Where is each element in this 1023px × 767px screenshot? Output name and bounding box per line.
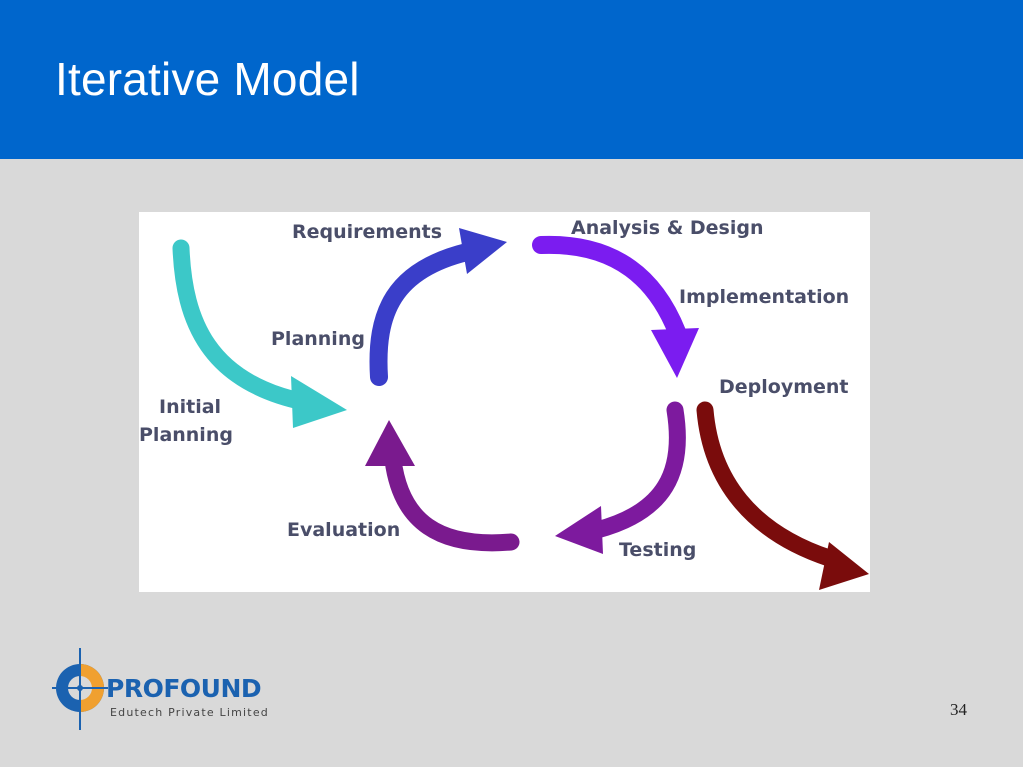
planning-arrow	[369, 228, 507, 386]
analysis-design-arrow	[532, 235, 699, 378]
analysis-design-label: Analysis & Design	[571, 217, 764, 239]
deployment-arrow	[696, 401, 869, 590]
logo-name: PROFOUND	[106, 674, 262, 703]
testing-arrow	[555, 401, 686, 554]
page-number: 34	[950, 700, 967, 719]
slide-title: Iterative Model	[55, 53, 360, 105]
initial-planning-label-line2: Planning	[139, 424, 233, 446]
evaluation-label: Evaluation	[287, 519, 400, 541]
testing-label: Testing	[619, 539, 696, 561]
requirements-label: Requirements	[292, 221, 442, 243]
evaluation-arrow	[365, 420, 520, 552]
iterative-model-diagram: Requirements Analysis & Design Implement…	[139, 212, 870, 592]
slide-header: Iterative Model	[0, 0, 1023, 159]
logo-tagline: Edutech Private Limited	[110, 706, 269, 719]
planning-label: Planning	[271, 328, 365, 350]
diagram-canvas: Requirements Analysis & Design Implement…	[139, 217, 869, 590]
company-logo: PROFOUND Edutech Private Limited	[52, 646, 268, 732]
initial-planning-label-line1: Initial	[159, 396, 221, 418]
deployment-label: Deployment	[719, 376, 849, 398]
implementation-label: Implementation	[679, 286, 849, 308]
logo-emblem-icon	[52, 648, 108, 730]
initial-planning-arrow	[172, 239, 347, 428]
